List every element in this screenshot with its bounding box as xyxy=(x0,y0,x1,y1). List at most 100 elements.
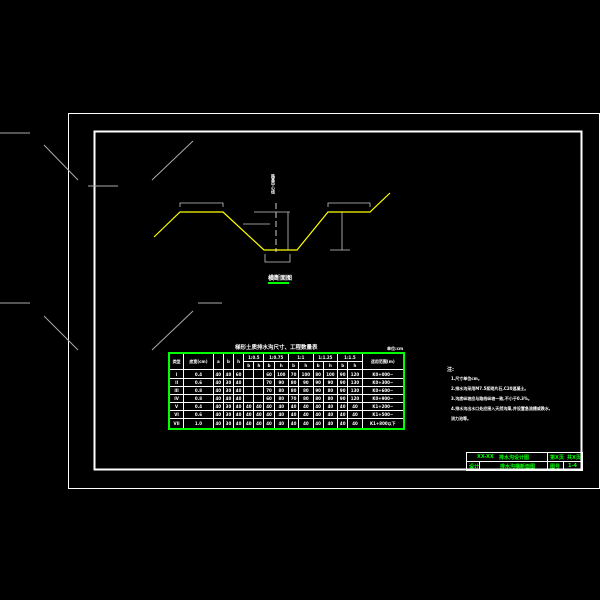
table-cell: II xyxy=(168,377,185,387)
table-cell: 40 xyxy=(273,410,290,420)
table-cell: K1+500~ xyxy=(361,410,405,420)
table-header: 1:1 xyxy=(288,352,314,363)
table-cell xyxy=(253,369,265,379)
table-cell: 0.8 xyxy=(183,393,214,404)
table-subheader: b xyxy=(312,361,324,371)
table-cell: 40 xyxy=(337,410,349,420)
table-subheader: b xyxy=(263,361,275,371)
table-cell: 40 xyxy=(287,410,300,420)
table-header: 适用范围(m) xyxy=(361,352,405,371)
table-cell xyxy=(243,385,255,395)
table-cell: 40 xyxy=(263,418,275,430)
table-cell: 90 xyxy=(337,385,349,395)
table-cell: 40 xyxy=(337,418,349,430)
table-cell: 40 xyxy=(233,418,245,430)
center-line-label: 路基中心线 xyxy=(271,174,276,194)
margin-marks xyxy=(0,132,222,351)
note-item: 2.排水沟采用M7.5浆砌片石,C20混凝土。 xyxy=(451,386,529,391)
table-cell: 40 xyxy=(263,402,275,412)
table-cell: 40 xyxy=(253,418,265,430)
table-cell: 90 xyxy=(312,385,324,395)
table-cell: 40 xyxy=(312,418,324,430)
table-header: 1:1.5 xyxy=(337,352,363,363)
designer-label: 设计 xyxy=(469,464,480,470)
table-cell: 120 xyxy=(347,393,363,404)
table-cell: 60 xyxy=(233,369,245,379)
table-cell: 130 xyxy=(347,385,363,395)
table-title: 梯形土质排水沟尺寸、工程数量表 xyxy=(235,345,318,351)
table-cell: I xyxy=(168,369,185,379)
table-cell: 90 xyxy=(298,377,314,387)
table-cell: 40 xyxy=(312,410,324,420)
table-cell: 40 xyxy=(322,418,339,430)
table-cell: 130 xyxy=(347,377,363,387)
title-block: XX-XX 排水沟设计图 第X页 共X页 设计 排水沟横断面图 图号 1-4 xyxy=(466,452,583,471)
table-cell: 80 xyxy=(322,393,339,404)
table-cell: 0.4 xyxy=(183,369,214,379)
notes-heading: 注: xyxy=(447,367,454,373)
table-cell: 90 xyxy=(312,377,324,387)
table-cell: 40 xyxy=(337,402,349,412)
table-subheader: h xyxy=(253,361,265,371)
unit-label: 单位:cm xyxy=(387,346,404,351)
table-cell: 40 xyxy=(212,377,224,387)
table-subheader: h xyxy=(322,361,339,371)
table-cell: VI xyxy=(168,410,185,420)
table-cell: K0+600~ xyxy=(361,385,405,395)
table-cell: K0+300~ xyxy=(361,377,405,387)
table-subheader: b xyxy=(243,361,255,371)
note-item: 消力池等。 xyxy=(451,416,471,421)
table-cell: K1+800以下 xyxy=(361,418,405,430)
table-cell: 80 xyxy=(298,393,314,404)
table-cell: 1.0 xyxy=(183,418,214,430)
table-cell: 40 xyxy=(212,369,224,379)
table-cell: 40 xyxy=(253,402,265,412)
table-cell: 40 xyxy=(287,418,300,430)
table-cell: K0+000~ xyxy=(361,369,405,379)
table-cell: 30 xyxy=(222,377,235,387)
project-name: XX-XX xyxy=(477,454,494,460)
table-cell: 40 xyxy=(347,402,363,412)
table-cell: 40 xyxy=(347,410,363,420)
table-header: 1:0.5 xyxy=(243,352,265,363)
table-cell: VII xyxy=(168,418,185,430)
table-cell: 80 xyxy=(287,385,300,395)
table-cell: 40 xyxy=(212,402,224,412)
table-cell: 40 xyxy=(287,402,300,412)
table-cell: K1+200~ xyxy=(361,402,405,412)
table-cell: 40 xyxy=(222,369,235,379)
table-cell: 80 xyxy=(273,393,290,404)
table-subheader: b xyxy=(337,361,349,371)
table-cell: 100 xyxy=(298,369,314,379)
table-cell: 70 xyxy=(287,393,300,404)
table-subheader: h xyxy=(347,361,363,371)
table-cell: 40 xyxy=(243,418,255,430)
table-cell: 40 xyxy=(222,393,235,404)
table-cell: 30 xyxy=(222,402,235,412)
note-item: 3.沟底纵坡应与路线纵坡一致,不小于0.3%。 xyxy=(451,396,532,401)
table-cell: 40 xyxy=(243,402,255,412)
table-cell: K0+900~ xyxy=(361,393,405,404)
table-cell: III xyxy=(168,385,185,395)
table-cell: 40 xyxy=(233,410,245,420)
drawing-no: 1-4 xyxy=(568,463,578,469)
table-cell: 40 xyxy=(243,410,255,420)
table-cell: 90 xyxy=(337,369,349,379)
drawing-name: 排水沟设计图 xyxy=(499,455,530,461)
table-subheader: b xyxy=(287,361,300,371)
table-cell: 80 xyxy=(312,393,324,404)
table-cell: 0.4 xyxy=(183,402,214,412)
table-cell: 40 xyxy=(298,402,314,412)
table-cell xyxy=(253,393,265,404)
table-cell: 60 xyxy=(263,369,275,379)
table-cell: 70 xyxy=(263,377,275,387)
table-cell: 70 xyxy=(263,385,275,395)
table-cell: 30 xyxy=(222,418,235,430)
sheet-number: 第X页 xyxy=(550,455,564,461)
table-cell: 80 xyxy=(322,385,339,395)
